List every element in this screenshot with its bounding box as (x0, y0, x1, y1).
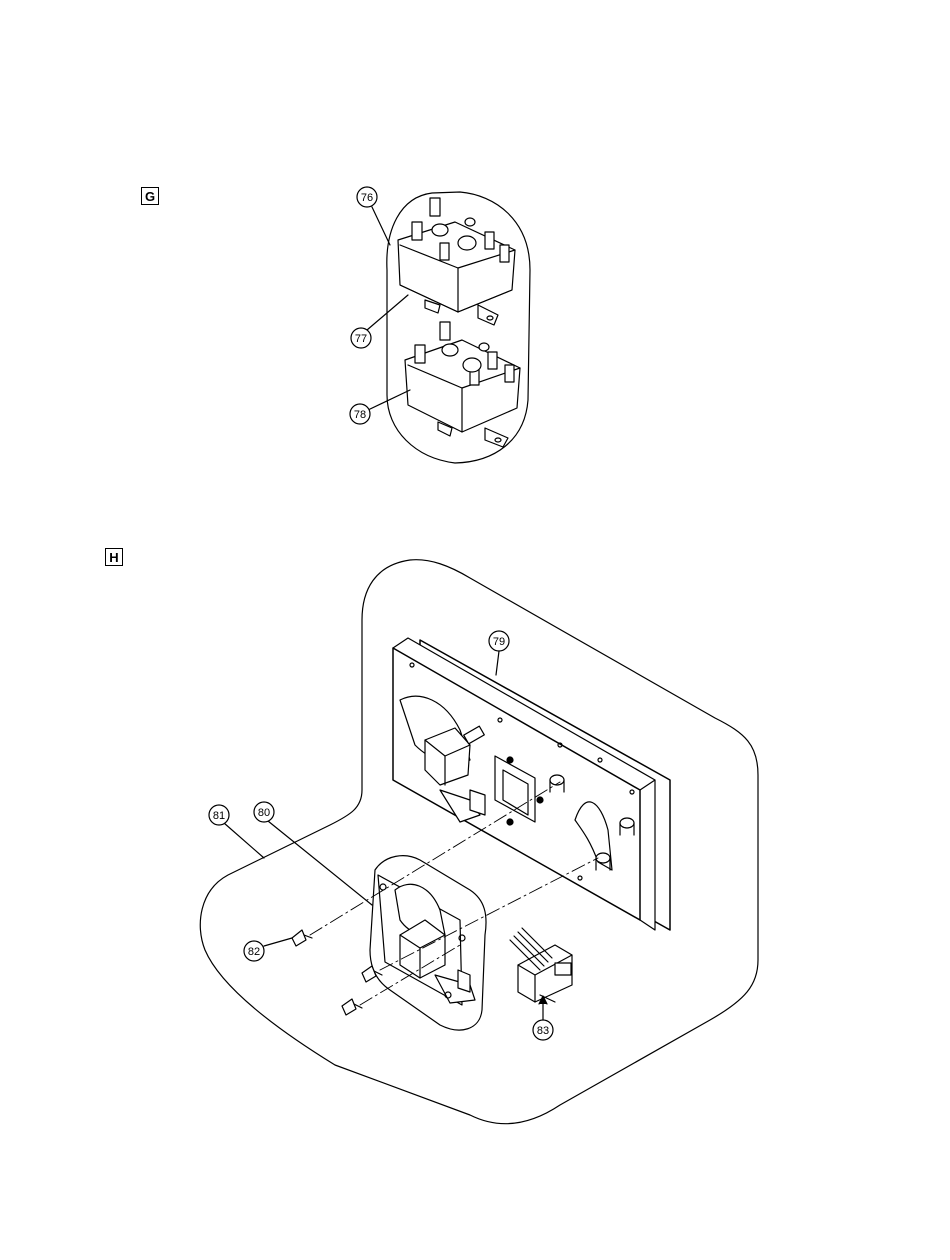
callout-79: 79 (493, 636, 505, 648)
leader-76 (372, 207, 390, 245)
leader-79 (496, 651, 499, 675)
motor-assembly-80 (370, 856, 486, 1030)
callout-78: 78 (354, 409, 366, 421)
relay-upper (398, 198, 515, 325)
screws-82 (292, 930, 382, 1015)
micro-switch-83 (510, 928, 572, 1002)
callout-83: 83 (537, 1025, 549, 1037)
relay-lower (405, 322, 520, 447)
callout-82: 82 (248, 946, 260, 958)
leader-78 (368, 390, 410, 410)
control-panel-group (200, 560, 758, 1124)
leader-80 (268, 821, 372, 905)
callout-80: 80 (258, 807, 270, 819)
leader-81 (224, 823, 264, 858)
callout-77: 77 (355, 333, 367, 345)
leader-82 (264, 938, 292, 946)
callout-81: 81 (213, 810, 225, 822)
callout-76: 76 (361, 192, 373, 204)
panel-group-outline (200, 560, 758, 1124)
relay-assembly-group (367, 192, 530, 463)
